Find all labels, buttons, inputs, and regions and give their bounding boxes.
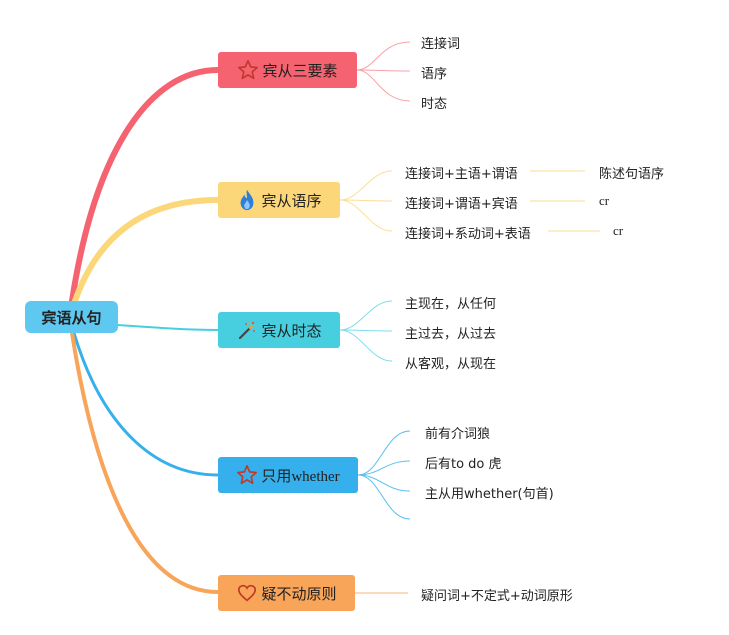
branch-topic-5[interactable]: 疑不动原则: [218, 575, 355, 611]
magic-wand-icon: [236, 319, 258, 341]
leaf-4-3[interactable]: 主从用whether(句首): [425, 487, 554, 502]
leaf-links-1: [356, 41, 411, 102]
star-icon: [236, 464, 258, 486]
branch-label-1: 宾从三要素: [262, 61, 338, 80]
leaf-4-2[interactable]: 后有to do 虎: [425, 457, 502, 472]
leaf-2-2[interactable]: 连接词+谓语+宾语: [405, 197, 518, 212]
leaf-links-4: [357, 430, 411, 520]
leaf-links-2: [339, 170, 600, 232]
leaf-3-1[interactable]: 主现在，从任何: [405, 297, 497, 312]
leaf-2-1-note[interactable]: 陈述句语序: [599, 167, 665, 182]
leaf-1-1[interactable]: 连接词: [421, 37, 461, 52]
branch-topic-3[interactable]: 宾从时态: [218, 312, 340, 348]
branch-label-5: 疑不动原则: [261, 584, 337, 603]
leaf-2-3[interactable]: 连接词+系动词+表语: [405, 227, 531, 242]
leaf-2-3-note[interactable]: cr: [613, 223, 624, 238]
branch-topic-2[interactable]: 宾从语序: [218, 182, 340, 218]
link-root-branch-3: [117, 324, 219, 331]
branch-topic-4[interactable]: 只用whether: [218, 457, 358, 493]
branch-topic-1[interactable]: 宾从三要素: [218, 52, 357, 88]
leaf-1-2[interactable]: 语序: [421, 67, 448, 82]
link-root-branch-1: [69, 67, 221, 304]
heart-icon: [236, 582, 258, 604]
branch-label-2: 宾从语序: [261, 191, 322, 210]
leaf-3-3[interactable]: 从客观，从现在: [405, 357, 497, 372]
branch-label-3: 宾从时态: [261, 321, 322, 340]
branch-label-4: 只用whether: [261, 468, 340, 485]
fire-icon: [236, 189, 258, 211]
link-root-branch-2: [72, 197, 221, 304]
link-root-branch-5: [70, 331, 220, 594]
leaf-2-2-note[interactable]: cr: [599, 193, 610, 208]
root-label: 宾语从句: [41, 308, 102, 327]
star-icon: [237, 59, 259, 81]
leaf-2-1[interactable]: 连接词+主语+谓语: [405, 167, 518, 182]
leaf-3-2[interactable]: 主过去，从过去: [405, 327, 497, 342]
root-topic[interactable]: 宾语从句: [25, 301, 118, 333]
leaf-4-1[interactable]: 前有介词狼: [425, 427, 491, 442]
link-root-branch-4: [72, 331, 220, 477]
leaf-links-3: [339, 300, 393, 362]
leaf-1-3[interactable]: 时态: [421, 97, 448, 112]
leaf-5-1[interactable]: 疑问词+不定式+动词原形: [421, 589, 573, 604]
